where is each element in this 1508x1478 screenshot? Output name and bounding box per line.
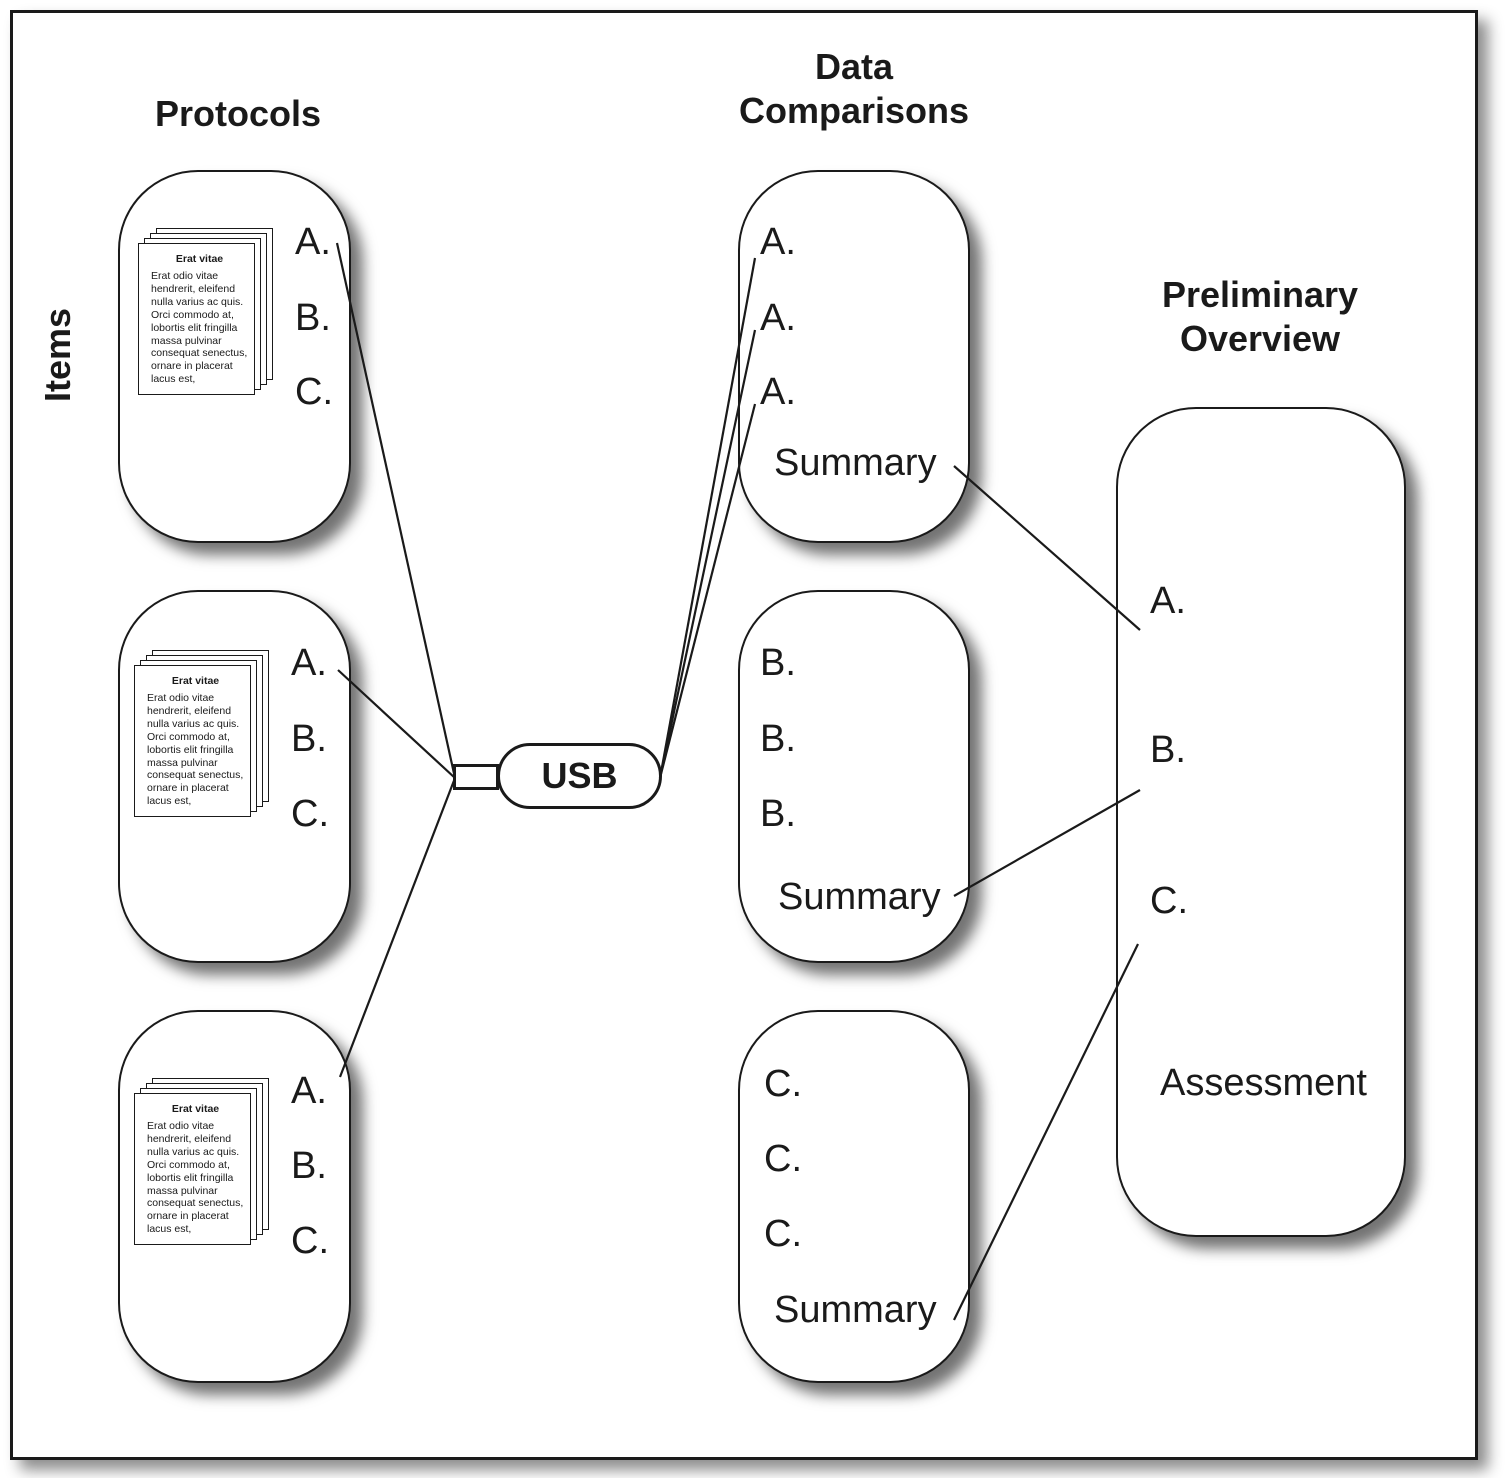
preliminary-overview-heading: Preliminary Overview	[1110, 273, 1410, 361]
document-body: Erat odio vitae hendrerit, eleifend null…	[147, 692, 244, 808]
heading-line: Overview	[1179, 318, 1341, 359]
document-body: Erat odio vitae hendrerit, eleifend null…	[147, 1120, 244, 1236]
comparison-item-label: A.	[760, 221, 796, 263]
overview-assessment-label: Assessment	[1160, 1062, 1367, 1104]
heading-line: Comparisons	[738, 90, 970, 131]
document-page-front: Erat vitae Erat odio vitae hendrerit, el…	[134, 665, 251, 817]
comparison-item-label: A.	[760, 297, 796, 339]
overview-item-label: A.	[1150, 580, 1186, 622]
comparison-item-label: C.	[764, 1213, 802, 1255]
comparison-item-label: B.	[760, 793, 796, 835]
protocol-card: Erat vitae Erat odio vitae hendrerit, el…	[118, 170, 351, 543]
document-body: Erat odio vitae hendrerit, eleifend null…	[151, 270, 248, 386]
comparison-item-label: B.	[760, 718, 796, 760]
heading-line: Preliminary	[1161, 274, 1359, 315]
comparison-summary-label: Summary	[774, 442, 937, 484]
heading-line: Data	[814, 46, 894, 87]
comparison-card: A. A. A. Summary	[738, 170, 970, 543]
document-stack-icon: Erat vitae Erat odio vitae hendrerit, el…	[138, 228, 278, 395]
comparison-summary-label: Summary	[778, 876, 941, 918]
protocol-item-label: C.	[291, 793, 329, 835]
data-comparisons-heading: Data Comparisons	[704, 45, 1004, 133]
comparison-card: C. C. C. Summary	[738, 1010, 970, 1383]
protocol-item-label: B.	[295, 297, 331, 339]
document-title: Erat vitae	[175, 253, 224, 265]
document-stack-icon: Erat vitae Erat odio vitae hendrerit, el…	[134, 1078, 274, 1245]
document-page-front: Erat vitae Erat odio vitae hendrerit, el…	[138, 243, 255, 395]
protocols-heading: Protocols	[154, 93, 322, 134]
comparison-item-label: C.	[764, 1138, 802, 1180]
overview-item-label: B.	[1150, 729, 1186, 771]
protocol-item-label: C.	[295, 371, 333, 413]
protocol-item-label: B.	[291, 1145, 327, 1187]
comparison-summary-label: Summary	[774, 1289, 937, 1331]
document-stack-icon: Erat vitae Erat odio vitae hendrerit, el…	[134, 650, 274, 817]
protocol-card: Erat vitae Erat odio vitae hendrerit, el…	[118, 590, 351, 963]
protocol-item-label: B.	[291, 718, 327, 760]
protocol-item-label: A.	[291, 642, 327, 684]
comparison-item-label: C.	[764, 1063, 802, 1105]
comparison-item-label: B.	[760, 642, 796, 684]
document-title: Erat vitae	[171, 675, 220, 687]
comparison-item-label: A.	[760, 371, 796, 413]
usb-connector-plug	[453, 764, 499, 790]
protocol-item-label: C.	[291, 1220, 329, 1262]
protocol-item-label: A.	[291, 1070, 327, 1112]
document-page-front: Erat vitae Erat odio vitae hendrerit, el…	[134, 1093, 251, 1245]
document-title: Erat vitae	[171, 1103, 220, 1115]
protocol-card: Erat vitae Erat odio vitae hendrerit, el…	[118, 1010, 351, 1383]
usb-hub: USB	[497, 743, 662, 809]
comparison-card: B. B. B. Summary	[738, 590, 970, 963]
items-axis-label: Items	[37, 307, 78, 403]
overview-item-label: C.	[1150, 880, 1188, 922]
protocol-item-label: A.	[295, 221, 331, 263]
overview-card: A. B. C. Assessment	[1116, 407, 1406, 1237]
